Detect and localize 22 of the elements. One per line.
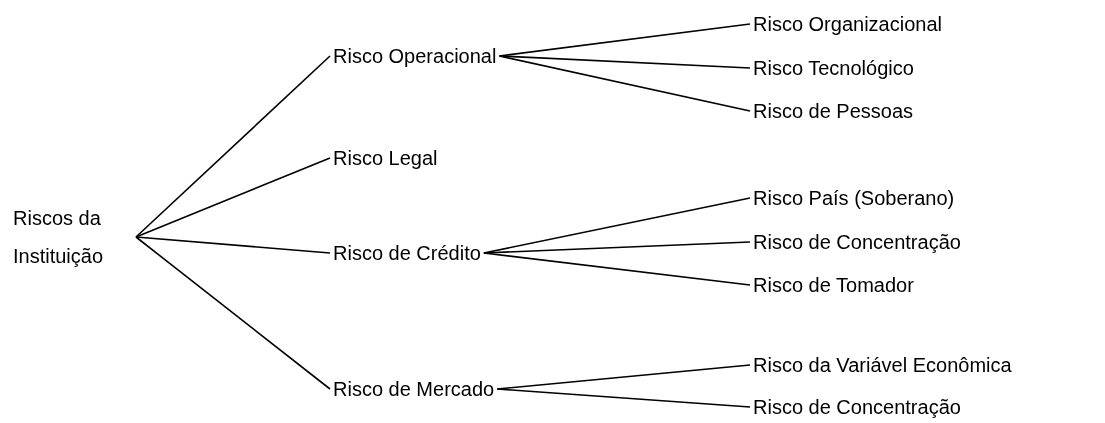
connector-line — [483, 252, 751, 286]
node-label: Riscos da Instituição — [13, 207, 104, 267]
node-label: Risco País (Soberano) — [753, 187, 955, 209]
node-label: Risco de Concentração — [753, 231, 961, 253]
connector-line — [135, 236, 331, 390]
connector-line — [498, 55, 751, 112]
node-label: Risco Operacional — [333, 45, 497, 67]
node-label: Risco da Variável Econômica — [753, 354, 1012, 376]
node-label: Risco de Crédito — [333, 242, 481, 264]
connector-line — [135, 55, 331, 238]
node-label: Risco de Mercado — [333, 378, 495, 400]
node-label: Risco de Tomador — [753, 274, 914, 296]
connector-line — [135, 236, 331, 254]
node-label: Risco Tecnológico — [753, 57, 914, 79]
connector-line — [135, 157, 331, 238]
connector-line — [483, 241, 751, 254]
connector-line — [498, 55, 751, 69]
node-label: Risco de Pessoas — [753, 100, 914, 122]
node-label: Risco de Concentração — [753, 396, 961, 418]
node-label: Risco Organizacional — [753, 13, 942, 35]
connector-line — [496, 388, 751, 408]
node-label: Risco Legal — [333, 147, 438, 169]
